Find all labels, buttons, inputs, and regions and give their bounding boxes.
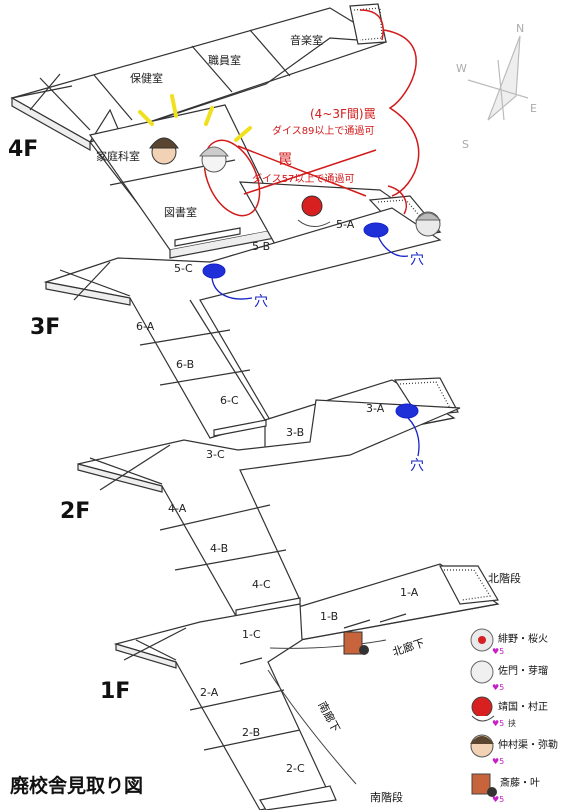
hole-label-3a: 穴: [410, 458, 424, 474]
room-5b[interactable]: 5-B: [252, 240, 270, 253]
player-avatar-accent: [478, 636, 486, 644]
trap-b-label: 罠: [278, 152, 292, 168]
player-name: 佐門・芽瑠: [498, 664, 548, 677]
room-3c[interactable]: 3-C: [206, 448, 225, 461]
player-hp: ♥5: [492, 683, 504, 692]
floor-1f: [113, 603, 337, 810]
player-name: 靖国・村正: [498, 700, 548, 713]
trap-a-label: (4~3F間)罠: [310, 107, 376, 121]
player-hp: ♥5: [492, 719, 504, 728]
player-avatar-accent: [487, 787, 497, 797]
compass-rose: [467, 35, 529, 121]
room-toshoshitsu[interactable]: 図書室: [164, 205, 197, 219]
room-4a[interactable]: 4-A: [168, 502, 187, 515]
room-3b[interactable]: 3-B: [286, 426, 304, 439]
token-hino[interactable]: [414, 211, 442, 237]
room-1c[interactable]: 1-C: [242, 628, 261, 641]
north-corridor-path: [269, 639, 387, 649]
player-card[interactable]: 仲村渠・弥勒 ♥5: [470, 734, 558, 766]
player-name: 斎藤・叶: [500, 776, 540, 789]
room-ongakushitsu[interactable]: 音楽室: [290, 33, 323, 47]
player-hp: ♥5: [492, 795, 504, 804]
trap-routes: [203, 9, 420, 217]
room-5a[interactable]: 5-A: [336, 218, 355, 231]
room-2a[interactable]: 2-A: [200, 686, 219, 699]
compass-e: E: [530, 102, 537, 115]
alert-rays: [138, 94, 252, 142]
room-5c[interactable]: 5-C: [174, 262, 193, 275]
room-4b[interactable]: 4-B: [210, 542, 228, 555]
floor-label-1f: 1F: [100, 679, 130, 704]
north-stairs-label: 北階段: [488, 571, 521, 585]
player-card[interactable]: 斎藤・叶 ♥5: [471, 773, 540, 804]
room-hokenshitsu[interactable]: 保健室: [130, 71, 163, 85]
south-corridor-label: 南廊下: [315, 699, 343, 735]
player-avatar-accent: [470, 736, 494, 744]
player-name: 仲村渠・弥勒: [498, 738, 558, 751]
map-title: 廃校舎見取り図: [10, 774, 143, 797]
player-hp: ♥5: [492, 647, 504, 656]
room-shokuinshitsu[interactable]: 職員室: [208, 53, 241, 67]
trap-b-condition: ダイス57以上で通過可: [252, 172, 354, 185]
north-corridor-label: 北廊下: [391, 635, 427, 659]
hole-label-4f: 穴: [410, 252, 424, 268]
player-avatar: [471, 773, 491, 795]
player-status: 挟: [508, 718, 516, 728]
floor-label-3f: 3F: [30, 315, 60, 340]
trap-a-condition: ダイス89以上で通過可: [272, 124, 374, 137]
compass-n: N: [516, 22, 524, 35]
room-1b[interactable]: 1-B: [320, 610, 338, 623]
player-card[interactable]: 靖国・村正 ♥5 挟: [471, 696, 548, 728]
player-avatar-accent: [471, 715, 495, 722]
floor-2f: [77, 399, 500, 641]
room-1a[interactable]: 1-A: [400, 586, 419, 599]
room-2b[interactable]: 2-B: [242, 726, 260, 739]
hole-markers: [202, 222, 419, 419]
hole-leaders: [211, 235, 420, 457]
floor-label-4f: 4F: [8, 137, 38, 162]
token-samon[interactable]: [198, 146, 230, 173]
room-6a[interactable]: 6-A: [136, 320, 155, 333]
token-nakamurakari[interactable]: [149, 137, 179, 165]
player-hp: ♥5: [492, 757, 504, 766]
player-card[interactable]: 佐門・芽瑠 ♥5: [470, 660, 548, 692]
south-stairs-label: 南階段: [370, 790, 403, 804]
player-name: 緋野・桜火: [498, 632, 548, 645]
player-card[interactable]: 緋野・桜火 ♥5: [470, 628, 548, 656]
room-6b[interactable]: 6-B: [176, 358, 194, 371]
player-avatar: [471, 696, 493, 718]
player-avatar: [470, 660, 494, 684]
south-corridor-path: [267, 669, 357, 785]
room-kateikashitsu[interactable]: 家庭科室: [96, 149, 140, 163]
token-yasukuni[interactable]: [297, 195, 331, 227]
room-2c[interactable]: 2-C: [286, 762, 305, 775]
token-saito[interactable]: [343, 631, 369, 655]
room-6c[interactable]: 6-C: [220, 394, 239, 407]
compass-s: S: [462, 138, 469, 151]
hole-label-3f: 穴: [254, 294, 268, 310]
room-4c[interactable]: 4-C: [252, 578, 271, 591]
player-roster: 緋野・桜火 ♥5 佐門・芽瑠 ♥5 靖国・村正 ♥5 挟 仲村渠・弥勒 ♥5 斎…: [470, 628, 558, 804]
compass-w: W: [456, 62, 467, 75]
room-3a[interactable]: 3-A: [366, 402, 385, 415]
floor-label-2f: 2F: [60, 499, 90, 524]
